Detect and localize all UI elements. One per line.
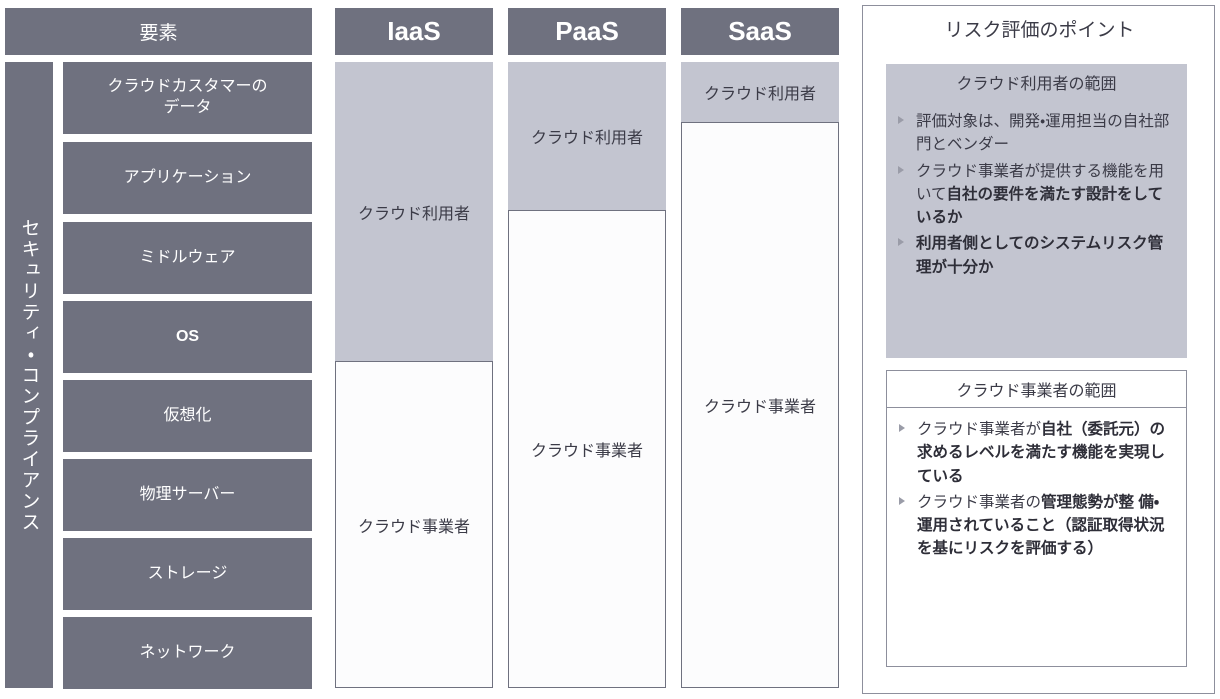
element-row-physical-server: 物理サーバー	[63, 459, 312, 531]
service-header-iaas: IaaS	[335, 8, 493, 55]
element-row-os: OS	[63, 301, 312, 373]
bullet-triangle-icon	[898, 238, 904, 247]
saas-provider-segment: クラウド事業者	[681, 122, 839, 688]
risk-bullet-item: クラウド事業者が自社（委託元）の求めるレベルを満たす機能を実現している	[897, 418, 1172, 488]
risk-assessment-panel: リスク評価のポイント クラウド利用者の範囲 評価対象は、開発・運用担当の自社部門…	[862, 5, 1215, 694]
risk-bullet-item: クラウド事業者の管理態勢が整 備・運用されていること（認証取得状況を基にリスクを…	[897, 491, 1172, 561]
service-header-saas: SaaS	[681, 8, 839, 55]
risk-section-customer-heading: クラウド利用者の範囲	[886, 64, 1187, 100]
bullet-text: 評価対象は、開発・運用担当の自社部門とベンダー	[916, 113, 1170, 154]
risk-section-provider-heading: クラウド事業者の範囲	[887, 371, 1186, 408]
bullet-triangle-icon	[898, 165, 904, 174]
paas-customer-segment: クラウド利用者	[508, 62, 666, 210]
iaas-customer-segment: クラウド利用者	[335, 62, 493, 361]
risk-customer-bullet-list: 評価対象は、開発・運用担当の自社部門とベンダークラウド事業者が提供する機能を用い…	[886, 100, 1187, 279]
security-compliance-rail: セキュリティ・コンプライアンス	[5, 62, 53, 688]
element-row-virtualization: 仮想化	[63, 380, 312, 452]
element-row-network: ネットワーク	[63, 617, 312, 689]
bullet-text-emphasis: 利用者側としてのシステムリスク管理が十分か	[916, 235, 1164, 276]
bullet-triangle-icon	[898, 116, 904, 124]
elements-column-header: 要素	[5, 8, 312, 55]
bullet-text-emphasis: 自社（委託元）の求めるレベルを満たす機能を実現している	[917, 421, 1166, 485]
risk-section-customer-scope: クラウド利用者の範囲 評価対象は、開発・運用担当の自社部門とベンダークラウド事業…	[886, 64, 1187, 358]
bullet-text: クラウド事業者が提供する機能を用いて	[916, 162, 1165, 203]
risk-bullet-item: 利用者側としてのシステムリスク管理が十分か	[896, 232, 1173, 279]
risk-section-provider-scope: クラウド事業者の範囲 クラウド事業者が自社（委託元）の求めるレベルを満たす機能を…	[886, 370, 1187, 667]
element-row-storage: ストレージ	[63, 538, 312, 610]
element-row-application: アプリケーション	[63, 142, 312, 214]
risk-provider-bullet-list: クラウド事業者が自社（委託元）の求めるレベルを満たす機能を実現しているクラウド事…	[887, 408, 1186, 561]
risk-bullet-item: 評価対象は、開発・運用担当の自社部門とベンダー	[896, 110, 1173, 157]
bullet-text: クラウド事業者の	[917, 493, 1042, 511]
bullet-triangle-icon	[899, 496, 905, 505]
service-header-paas: PaaS	[508, 8, 666, 55]
saas-customer-segment: クラウド利用者	[681, 62, 839, 122]
risk-panel-title: リスク評価のポイント	[944, 20, 1135, 41]
bullet-text-emphasis: 管理態勢が整 備・運用されていること（認証取得状況を基にリスクを評価する）	[917, 493, 1165, 558]
bullet-text-emphasis: 自社の要件を満たす設計をしているか	[916, 185, 1164, 226]
iaas-provider-segment: クラウド事業者	[335, 361, 493, 688]
bullet-text: クラウド事業者が	[917, 421, 1042, 438]
bullet-triangle-icon	[899, 424, 905, 432]
element-row-customer-data: クラウドカスタマーのデータ	[63, 62, 312, 134]
element-row-middleware: ミドルウェア	[63, 222, 312, 294]
risk-bullet-item: クラウド事業者が提供する機能を用いて自社の要件を満たす設計をしているか	[896, 160, 1173, 230]
paas-provider-segment: クラウド事業者	[508, 210, 666, 688]
